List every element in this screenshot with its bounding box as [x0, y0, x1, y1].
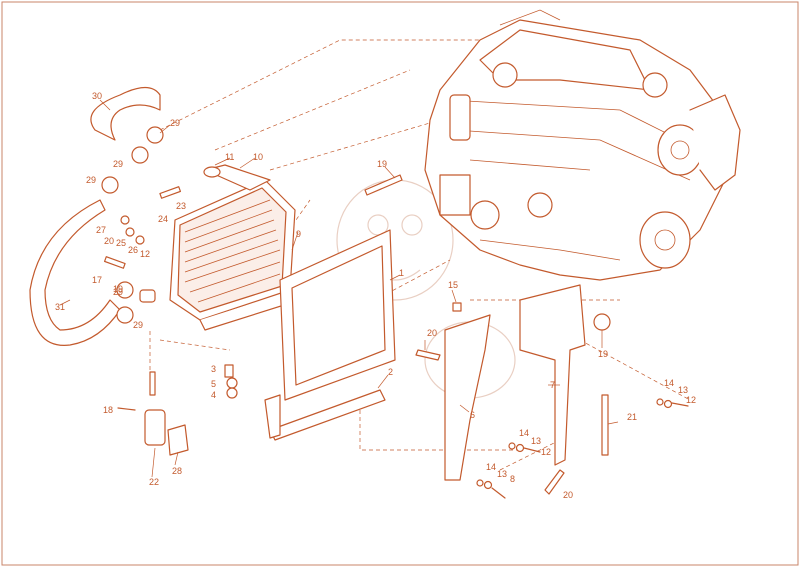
callout-12: 12 [541, 447, 551, 457]
callout-29: 29 [113, 159, 123, 169]
callout-15: 15 [448, 280, 458, 290]
callout-7: 7 [550, 380, 555, 390]
leader-lines [59, 99, 619, 478]
callout-labels: 30 29 29 29 29 29 11 10 19 19 19 23 24 2… [55, 91, 696, 500]
mounting-bracket [264, 389, 386, 441]
callout-4: 4 [211, 390, 216, 400]
callout-13: 13 [531, 436, 541, 446]
callout-30: 30 [92, 91, 102, 101]
callout-13: 13 [678, 385, 688, 395]
callout-14: 14 [486, 462, 496, 472]
small-fittings [103, 186, 565, 495]
radiator-cap [203, 166, 221, 178]
callout-29: 29 [133, 320, 143, 330]
radiator-fins [184, 199, 281, 303]
callout-13: 13 [497, 469, 507, 479]
hose-clamps [101, 126, 164, 324]
callout-29: 29 [113, 287, 123, 297]
coolant-reservoir [117, 371, 189, 456]
callout-12: 12 [686, 395, 696, 405]
bolt-washer-groups [476, 398, 689, 499]
callout-19: 19 [377, 159, 387, 169]
callout-31: 31 [55, 302, 65, 312]
callout-20: 20 [563, 490, 573, 500]
callout-19: 19 [113, 284, 123, 294]
callout-14: 14 [664, 378, 674, 388]
callout-11: 11 [225, 152, 234, 162]
seal-strip [601, 394, 609, 456]
callout-29: 29 [86, 175, 96, 185]
callout-17: 17 [92, 275, 102, 285]
fan-shroud [279, 229, 396, 401]
callout-19: 19 [598, 349, 608, 359]
side-plate-right [519, 284, 586, 466]
callout-27: 27 [96, 225, 106, 235]
callout-1: 1 [399, 268, 404, 278]
connecting-pipe [364, 174, 403, 196]
callout-12: 12 [140, 249, 150, 259]
upper-hose [90, 86, 161, 141]
callout-3: 3 [211, 364, 216, 374]
callout-2: 2 [388, 367, 393, 377]
callout-20: 20 [104, 236, 114, 246]
callout-8: 8 [510, 474, 515, 484]
lower-hose [29, 199, 121, 346]
callout-20: 20 [427, 328, 437, 338]
callout-10: 10 [253, 152, 263, 162]
o-ring [593, 313, 611, 331]
callout-26: 26 [128, 245, 138, 255]
callout-9: 9 [296, 229, 301, 239]
callout-29: 29 [170, 118, 180, 128]
radiator [169, 164, 301, 331]
callout-5: 5 [211, 379, 216, 389]
callout-6: 6 [470, 410, 475, 420]
callout-21: 21 [627, 412, 637, 422]
callout-14: 14 [519, 428, 529, 438]
callout-25: 25 [116, 238, 126, 248]
engine-assembly [424, 9, 741, 281]
callout-18: 18 [103, 405, 113, 415]
callout-24: 24 [158, 214, 168, 224]
callout-22: 22 [149, 477, 159, 487]
callout-23: 23 [176, 201, 186, 211]
side-plate [444, 314, 491, 481]
callout-28: 28 [172, 466, 182, 476]
